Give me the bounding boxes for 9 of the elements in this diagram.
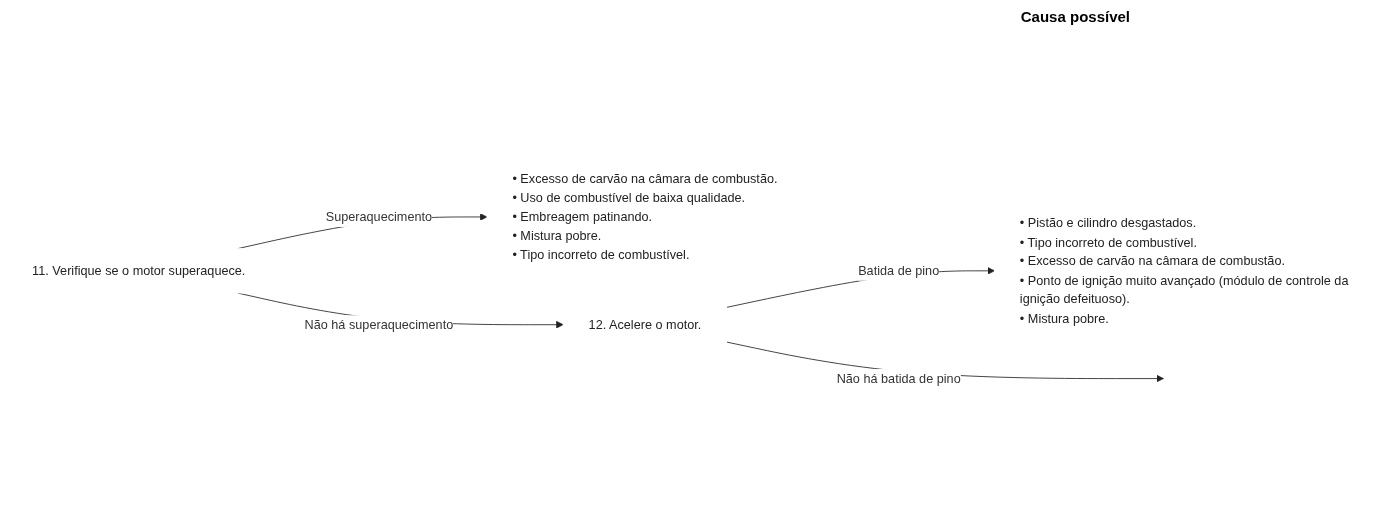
edge-label: Não há batida de pino xyxy=(836,370,961,386)
node-text: 12. Acelere o motor. xyxy=(588,316,702,332)
node-text: • Excesso de carvão na câmara de combustão. • Uso de combustível de baixa qualidade. • Embreagem patinando. • Mistura pobre. • Tipo incorreto de combustível. xyxy=(512,171,778,262)
edge-label: Batida de pino xyxy=(858,263,940,278)
edge-label: Superaquecimento xyxy=(325,209,433,224)
node-text: • Pistão e cilindro desgastados. • Tipo incorreto de combustível. • Excesso de carvão na câmara de combustão. • Ponto de ignição muito avançado (módulo de controle da ignição defeituoso). • Mistura pobre. xyxy=(1019,215,1349,325)
edge-label: Não há superaquecimento xyxy=(304,316,454,332)
column-heading: Causa possível xyxy=(1020,8,1130,25)
node-text: 11. Verifique se o motor superaquece. xyxy=(32,263,246,278)
